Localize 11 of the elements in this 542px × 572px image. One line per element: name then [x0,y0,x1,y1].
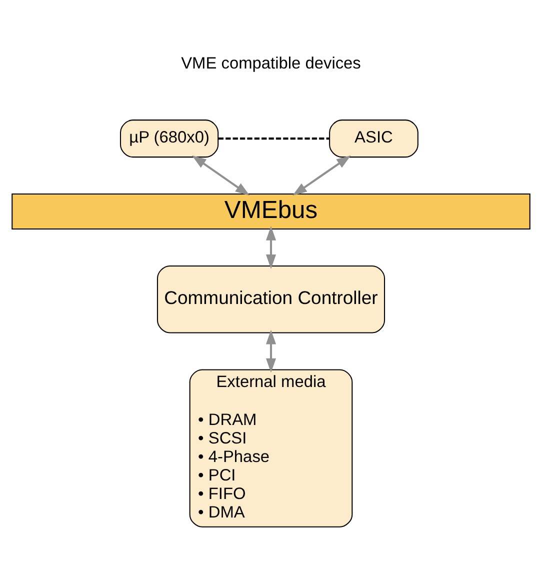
node-box: VMEbus [12,193,530,229]
arrow [192,154,250,196]
label: VME compatible devices [181,54,361,72]
node-box: Communication Controller [156,264,386,333]
node-box: µP (680x0) [120,119,219,158]
arrow [266,329,276,372]
arrow [292,154,351,196]
arrow [266,225,276,268]
node-box: ASIC [329,119,418,158]
connector [218,137,330,140]
node-box: External media • DRAM • SCSI • 4-Phase • PCI • FIFO • DMA [189,368,353,527]
